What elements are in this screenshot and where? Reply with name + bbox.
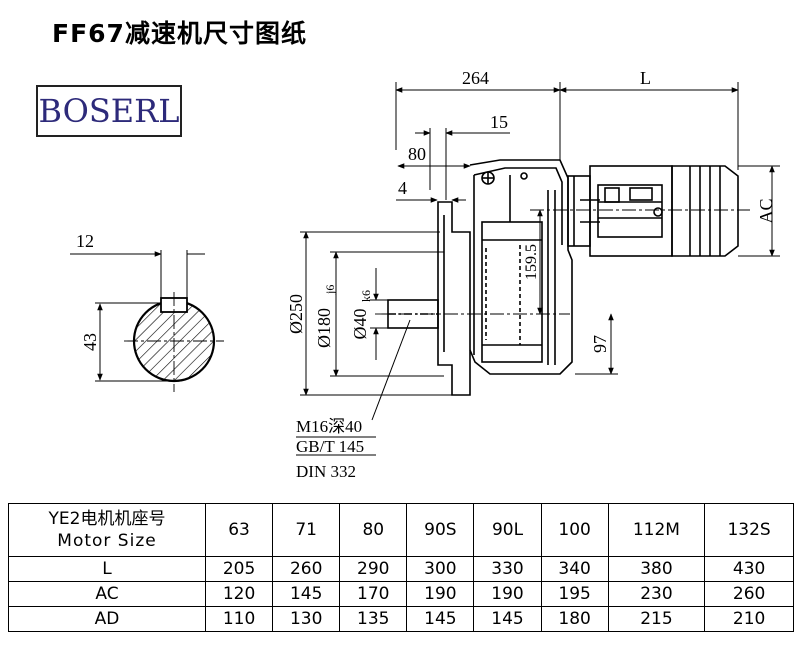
size-cell: 90L [473,503,542,557]
table-row-L: L 205 260 290 300 330 340 380 430 [8,556,794,582]
dim-80: 80 [408,144,426,164]
dim-dia-40: Ø40 [350,309,370,340]
table-cell: 190 [406,581,475,607]
table-cell: 170 [339,581,408,607]
header-label-cn: YE2电机机座号 [48,509,166,529]
motor-size-table: YE2电机机座号 Motor Size 63 71 80 90S 90L 100… [8,503,794,632]
size-cell: 63 [204,503,274,557]
table-cell: 340 [540,556,609,582]
dim-dia-250: Ø250 [286,294,306,334]
table-cell: 230 [607,581,706,607]
dim-dia-40-tolerance: k6 [359,290,373,302]
note-standard-gb: GB/T 145 [296,437,364,456]
table-cell: 190 [473,581,542,607]
size-cell: 90S [406,503,475,557]
dim-key-height: 43 [80,333,100,351]
size-cell: 80 [339,503,408,557]
note-thread: M16深40 [296,417,362,436]
dimension-lines-right [537,165,780,375]
table-cell: 430 [704,556,794,582]
motor-body [589,165,739,257]
dimension-lines-top [395,82,739,203]
dim-dia-180-tolerance: j6 [323,285,337,295]
table-cell: 195 [540,581,609,607]
table-cell: 110 [204,606,274,632]
table-cell: 145 [473,606,542,632]
table-cell: 300 [406,556,475,582]
table-cell: 205 [204,556,274,582]
gearmotor-dimension-drawing: 12 43 [70,68,780,481]
table-cell: 145 [406,606,475,632]
table-header-label: YE2电机机座号 Motor Size [8,503,206,557]
table-row-AC: AC 120 145 170 190 190 195 230 260 [8,581,794,607]
row-label: L [8,556,206,582]
dim-dia-180: Ø180 [314,308,334,348]
table-header-row: YE2电机机座号 Motor Size 63 71 80 90S 90L 100… [8,503,794,557]
dim-4: 4 [398,178,407,198]
size-cell: 112M [607,503,706,557]
table-cell: 290 [339,556,408,582]
size-cell: 132S [704,503,794,557]
size-cell: 100 [540,503,609,557]
note-standard-din: DIN 332 [296,462,356,481]
gear-unit-body [387,159,600,396]
row-label: AC [8,581,206,607]
dim-97: 97 [590,335,610,353]
dim-264: 264 [462,68,489,88]
row-label: AD [8,606,206,632]
table-cell: 260 [272,556,341,582]
table-row-AD: AD 110 130 135 145 145 180 215 210 [8,606,794,632]
dim-L: L [640,68,651,88]
page-title: FF67减速机尺寸图纸 [52,19,307,48]
header-label-en: Motor Size [57,531,157,551]
dim-key-width: 12 [76,231,94,251]
dim-AC: AC [756,198,776,223]
table-cell: 260 [704,581,794,607]
table-cell: 135 [339,606,408,632]
brand-logo: BOSERL [36,85,182,137]
table-cell: 210 [704,606,794,632]
table-cell: 380 [607,556,706,582]
size-cell: 71 [272,503,341,557]
table-cell: 120 [204,581,274,607]
table-cell: 180 [540,606,609,632]
table-cell: 145 [272,581,341,607]
table-cell: 330 [473,556,542,582]
dim-159-5: 159.5 [523,244,540,280]
dimension-lines-diameters [300,231,452,421]
table-cell: 130 [272,606,341,632]
shaft-section-view: 12 43 [70,231,216,383]
table-cell: 215 [607,606,706,632]
dim-15: 15 [490,112,508,132]
